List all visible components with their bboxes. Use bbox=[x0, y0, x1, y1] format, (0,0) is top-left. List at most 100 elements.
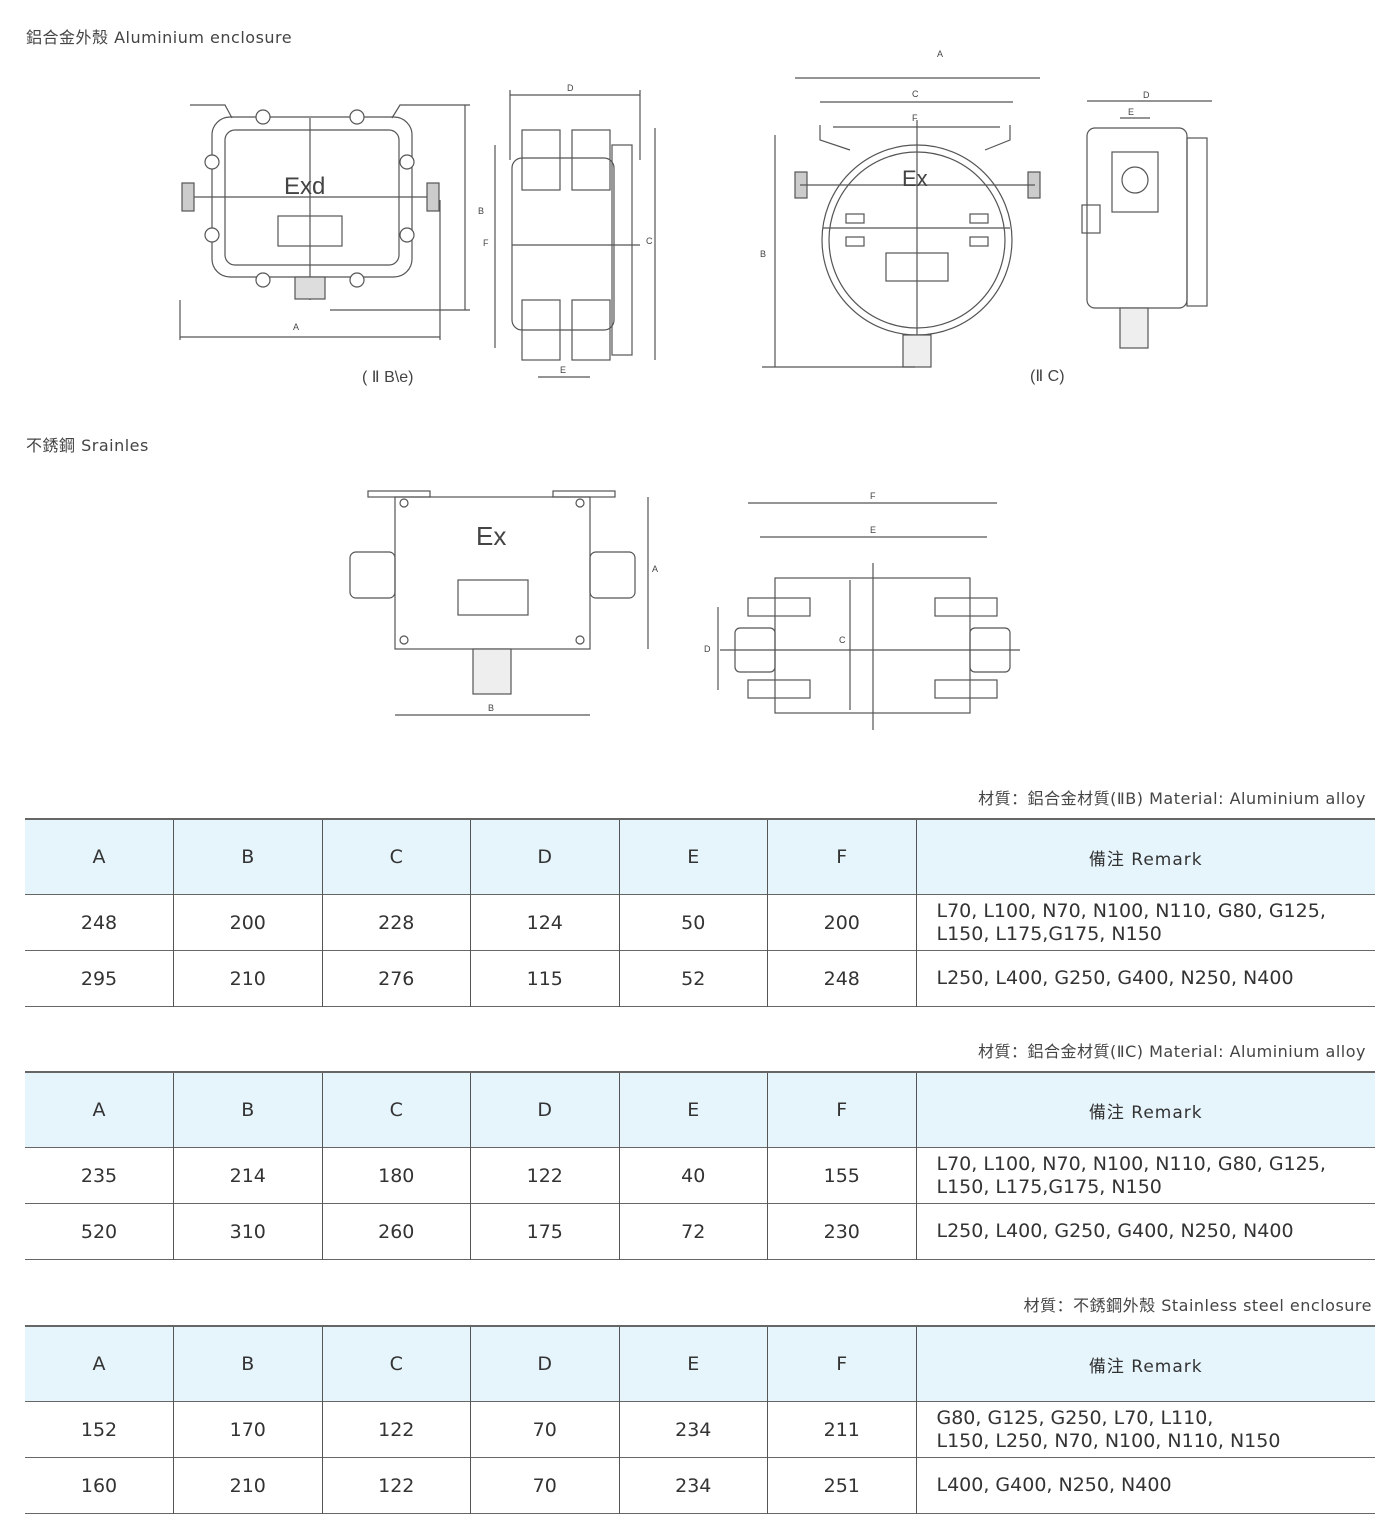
cell: 214 bbox=[173, 1147, 322, 1204]
col-header: F bbox=[767, 1326, 916, 1402]
cell: 155 bbox=[767, 1147, 916, 1204]
drawing-iic-side: D E bbox=[1081, 90, 1212, 349]
dim-label-f: F bbox=[483, 238, 489, 248]
col-header: C bbox=[321, 1326, 471, 1402]
remark-cell: L250, L400, G250, G400, N250, N400 bbox=[915, 950, 1375, 1007]
dim-label-b: B bbox=[478, 206, 484, 216]
col-header-remark: 備注 Remark bbox=[915, 1326, 1375, 1402]
col-header: C bbox=[321, 819, 471, 895]
caption-iic: (Ⅱ C) bbox=[1030, 368, 1065, 385]
col-header: A bbox=[25, 819, 174, 895]
remark-cell: L70, L100, N70, N100, N110, G80, G125,L1… bbox=[915, 1147, 1375, 1204]
technical-drawings: Exd A B ( Ⅱ B\e) D F C E bbox=[179, 49, 1212, 730]
dim-label-f: F bbox=[912, 113, 918, 123]
dim-label-d: D bbox=[704, 644, 711, 654]
cell: 310 bbox=[173, 1203, 322, 1260]
drawing-iib-front: Exd A B ( Ⅱ B\e) bbox=[179, 104, 484, 386]
exd-label: Exd bbox=[284, 173, 325, 200]
cell: 152 bbox=[25, 1401, 174, 1458]
cell: 248 bbox=[767, 950, 916, 1007]
remark-cell: G80, G125, G250, L70, L110,L150, L250, N… bbox=[915, 1401, 1375, 1458]
cell: 260 bbox=[321, 1203, 471, 1260]
col-header: B bbox=[173, 1072, 322, 1148]
remark-line: L150, L175,G175, N150 bbox=[936, 1175, 1162, 1198]
col-header: A bbox=[25, 1326, 174, 1402]
remark-cell: L400, G400, N250, N400 bbox=[915, 1457, 1375, 1514]
cell: 52 bbox=[618, 950, 768, 1007]
dim-label-c: C bbox=[646, 236, 653, 246]
col-header: D bbox=[470, 1326, 619, 1402]
drawing-iic-front: Ex A C F B (Ⅱ C) bbox=[760, 49, 1065, 385]
cell: 122 bbox=[321, 1457, 471, 1514]
cell: 124 bbox=[470, 894, 619, 951]
cell: 160 bbox=[25, 1457, 174, 1514]
dim-label-a: A bbox=[293, 322, 299, 332]
cell: 295 bbox=[25, 950, 174, 1007]
dim-label-e: E bbox=[560, 365, 566, 375]
cell: 234 bbox=[618, 1457, 768, 1514]
cell: 228 bbox=[321, 894, 471, 951]
cell: 248 bbox=[25, 894, 174, 951]
col-header: A bbox=[25, 1072, 174, 1148]
cell: 115 bbox=[470, 950, 619, 1007]
cell: 122 bbox=[321, 1401, 471, 1458]
dim-label-c: C bbox=[912, 89, 919, 99]
remark-cell: L250, L400, G250, G400, N250, N400 bbox=[915, 1203, 1375, 1260]
col-header-remark: 備注 Remark bbox=[915, 1072, 1375, 1148]
table-caption-stainless: 材質：不銹鋼外殼 Stainless steel enclosure bbox=[1023, 1296, 1372, 1315]
dim-label-e: E bbox=[1128, 107, 1134, 117]
cell: 235 bbox=[25, 1147, 174, 1204]
cell: 180 bbox=[321, 1147, 471, 1204]
col-header: E bbox=[618, 819, 768, 895]
ex-label-iic: Ex bbox=[902, 166, 928, 191]
cell: 50 bbox=[618, 894, 768, 951]
dim-label-b: B bbox=[488, 703, 494, 713]
col-header: F bbox=[767, 819, 916, 895]
table-header-row: A B C D E F 備注 Remark bbox=[25, 1072, 1375, 1148]
col-header: E bbox=[618, 1072, 768, 1148]
dim-label-b: B bbox=[760, 249, 766, 259]
cell: 122 bbox=[470, 1147, 619, 1204]
caption-iib: ( Ⅱ B\e) bbox=[362, 369, 413, 386]
col-header-remark: 備注 Remark bbox=[915, 819, 1375, 895]
cell: 40 bbox=[618, 1147, 768, 1204]
drawing-iib-side: D F C E bbox=[483, 83, 656, 378]
col-header: B bbox=[173, 819, 322, 895]
cell: 276 bbox=[321, 950, 471, 1007]
cell: 72 bbox=[618, 1203, 768, 1260]
cell: 251 bbox=[767, 1457, 916, 1514]
cell: 200 bbox=[173, 894, 322, 951]
cell: 70 bbox=[470, 1401, 619, 1458]
remark-line: L70, L100, N70, N100, N110, G80, G125, bbox=[936, 899, 1326, 922]
dim-label-c: C bbox=[839, 635, 846, 645]
drawing-stainless-front: Ex B A bbox=[349, 490, 658, 716]
cell: 170 bbox=[173, 1401, 322, 1458]
remark-line: G80, G125, G250, L70, L110, bbox=[936, 1406, 1214, 1429]
cell: 234 bbox=[618, 1401, 768, 1458]
drawing-stainless-side: F E D C bbox=[704, 491, 1020, 730]
cell: 230 bbox=[767, 1203, 916, 1260]
col-header: C bbox=[321, 1072, 471, 1148]
col-header: D bbox=[470, 1072, 619, 1148]
dim-label-d: D bbox=[1143, 90, 1150, 100]
remark-line: L150, L175,G175, N150 bbox=[936, 922, 1162, 945]
col-header: F bbox=[767, 1072, 916, 1148]
remark-line: L70, L100, N70, N100, N110, G80, G125, bbox=[936, 1152, 1326, 1175]
section-title-aluminium: 鋁合金外殼 Aluminium enclosure bbox=[26, 28, 293, 47]
cell: 200 bbox=[767, 894, 916, 951]
table-header-row: A B C D E F 備注 Remark bbox=[25, 1326, 1375, 1402]
cell: 520 bbox=[25, 1203, 174, 1260]
dim-label-f: F bbox=[870, 491, 876, 501]
col-header: B bbox=[173, 1326, 322, 1402]
remark-line: L150, L250, N70, N100, N110, N150 bbox=[936, 1429, 1281, 1452]
cell: 210 bbox=[173, 950, 322, 1007]
dim-label-a: A bbox=[937, 49, 943, 59]
dim-label-d: D bbox=[567, 83, 574, 93]
cell: 210 bbox=[173, 1457, 322, 1514]
